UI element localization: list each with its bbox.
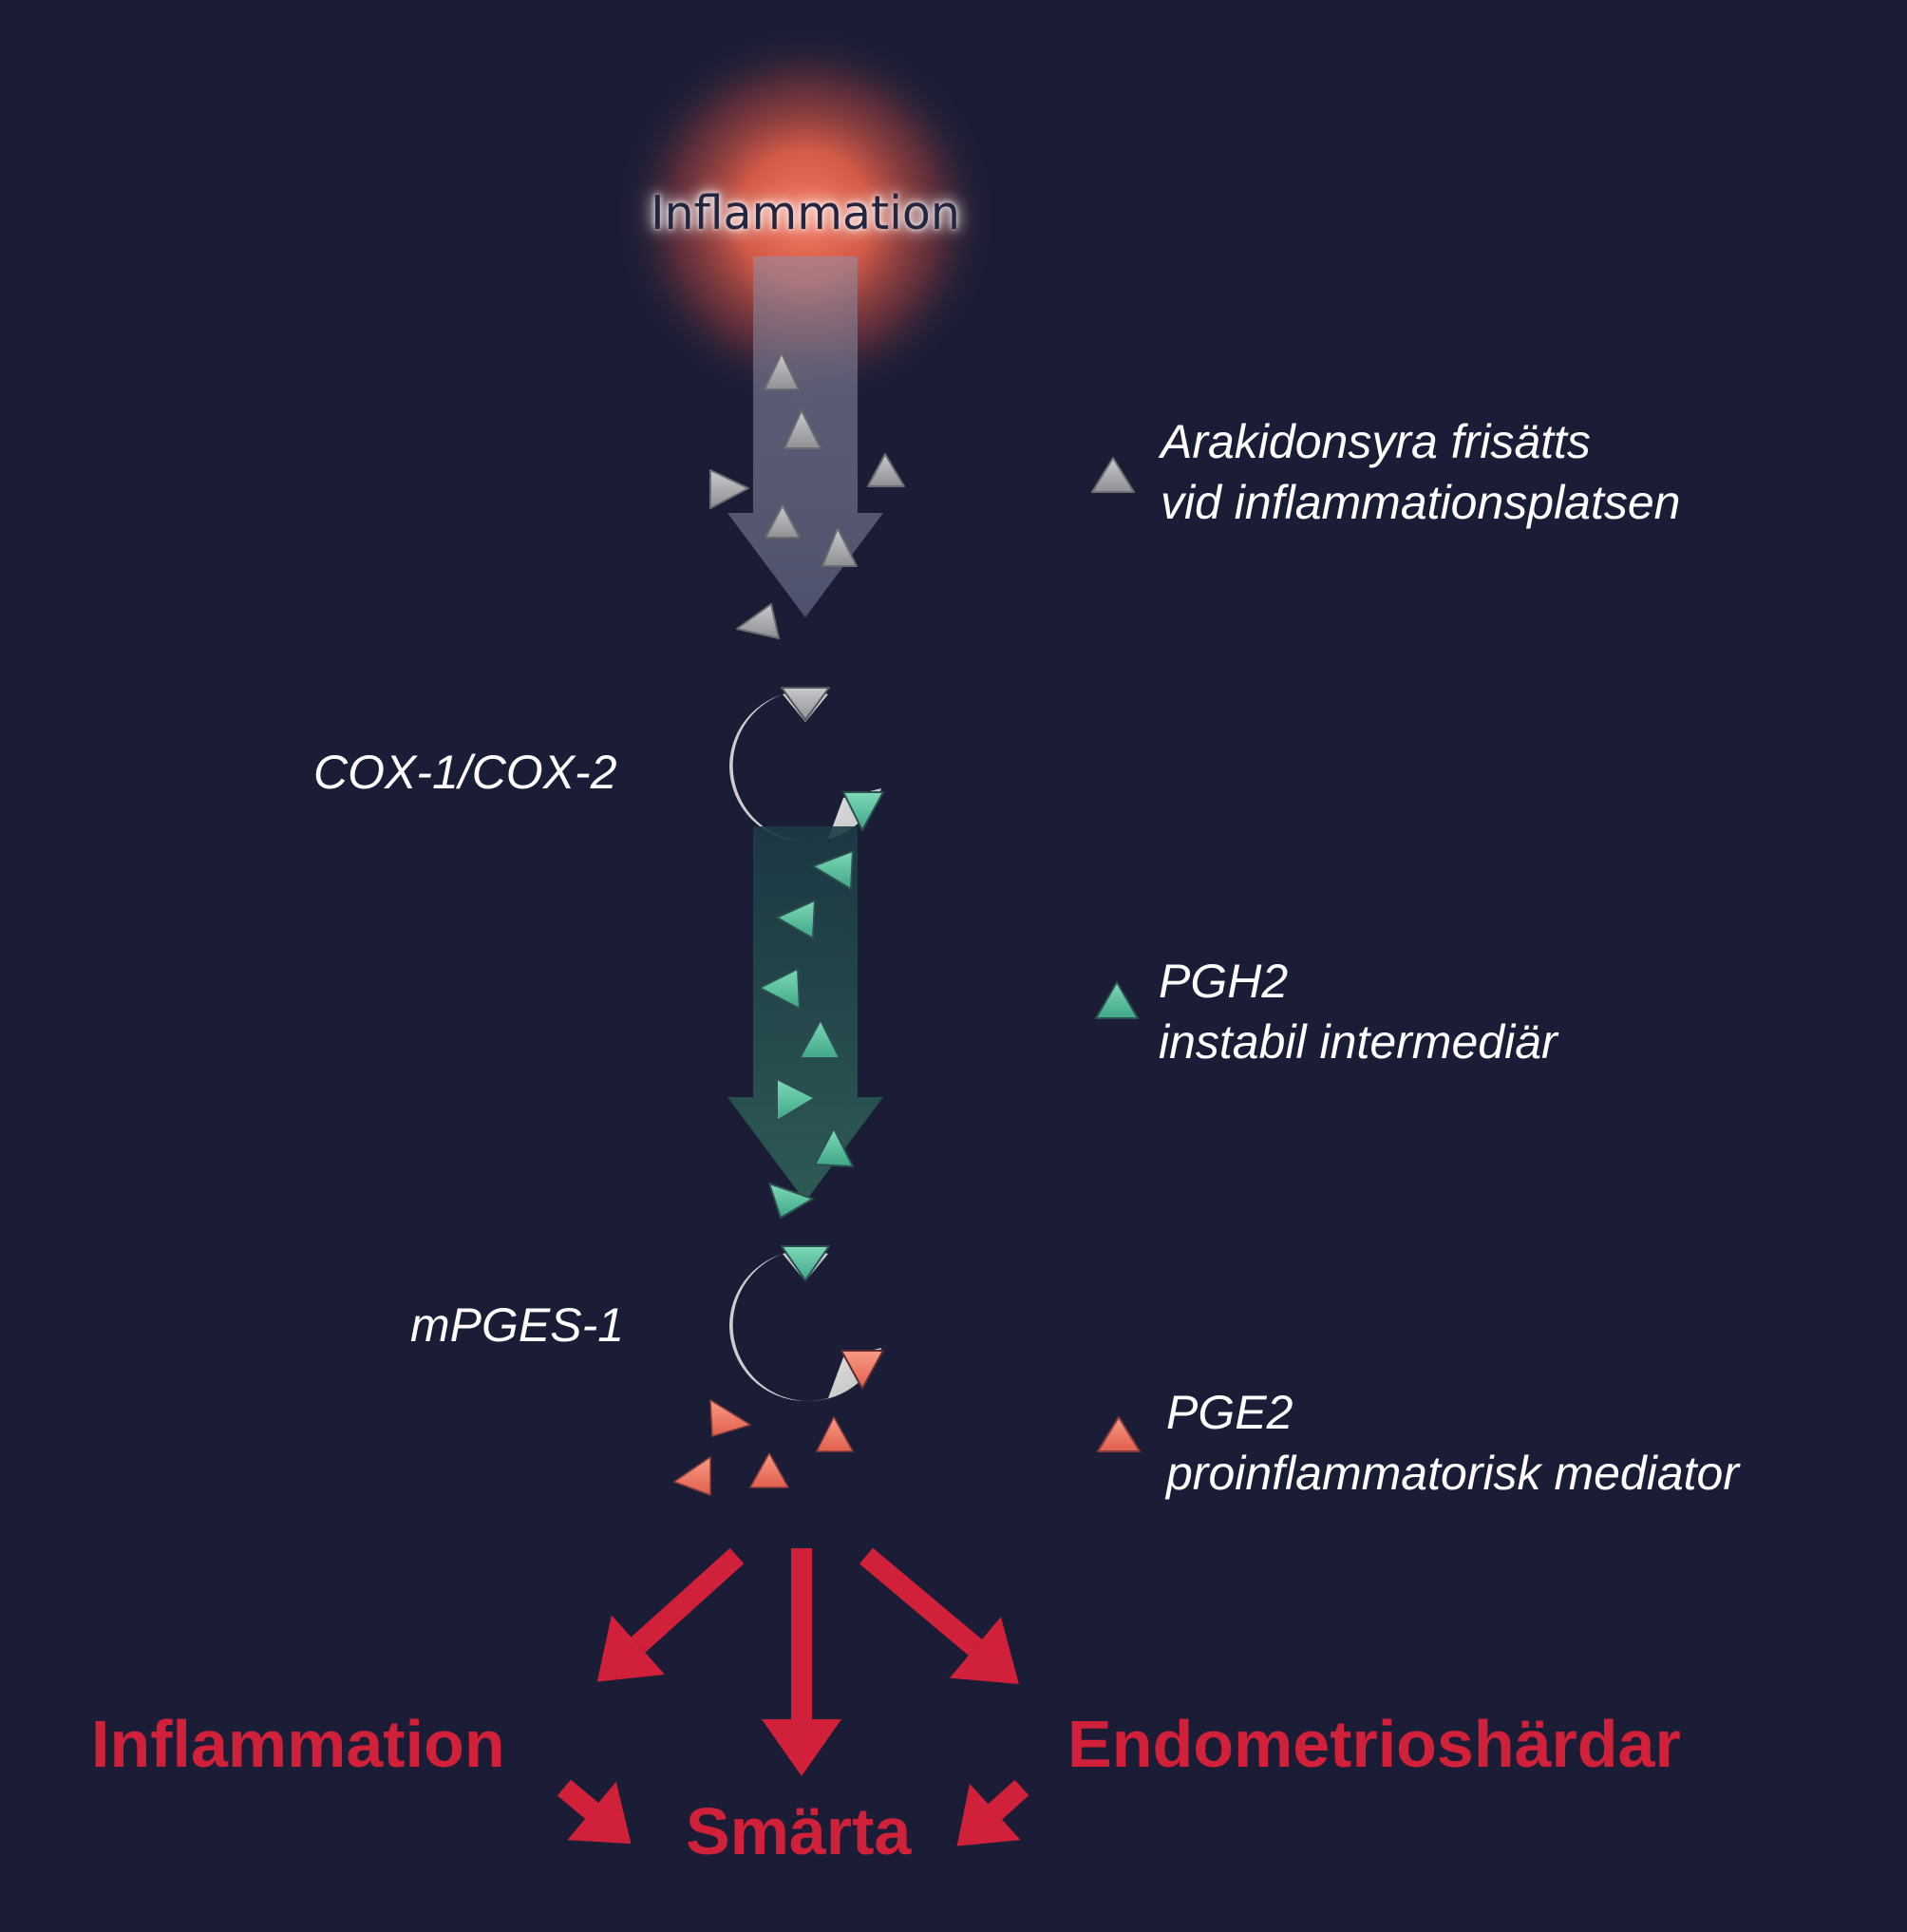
mpges-released-product xyxy=(840,1350,884,1390)
inflammation-glow xyxy=(615,27,995,407)
legend-arachidonic: Arakidonsyra frisätts vid inflammationsp… xyxy=(1161,411,1681,533)
legend-pge2-desc: proinflammatorisk mediator xyxy=(1166,1447,1739,1500)
pge2-molecule xyxy=(816,1416,854,1452)
inflammation-source-label: Inflammation xyxy=(651,186,960,240)
pgh2-molecule xyxy=(776,900,816,939)
pgh2-molecule xyxy=(759,968,801,1010)
arachidonic-molecule xyxy=(867,453,905,487)
pgh2-molecule xyxy=(776,1078,816,1122)
pgh2-molecules xyxy=(759,791,884,1219)
legend-pgh2-icon xyxy=(1095,981,1139,1019)
mpges-enzyme xyxy=(729,1245,884,1402)
pgh2-flow-arrow xyxy=(727,826,883,1202)
legend-pgh2: PGH2 instabil intermediär xyxy=(1159,951,1558,1072)
arachidonic-molecule xyxy=(764,352,800,390)
legend-pge2-icon xyxy=(1097,1416,1141,1452)
mpges-enzyme-body xyxy=(729,1250,881,1402)
pge2-molecule xyxy=(709,1399,751,1437)
outcome-inflammation: Inflammation xyxy=(91,1707,505,1781)
cox-bound-substrate xyxy=(781,687,830,721)
legend-arachidonic-title: Arakidonsyra frisätts xyxy=(1161,415,1591,468)
outcome-pain: Smärta xyxy=(686,1794,912,1868)
pgh2-molecule-released xyxy=(842,791,884,831)
arachidonic-molecule xyxy=(784,409,821,449)
mpges-enzyme-label: mPGES-1 xyxy=(410,1298,625,1352)
arrow-to-inflammation xyxy=(596,1547,745,1682)
legend-pge2-title: PGE2 xyxy=(1166,1386,1293,1439)
mpges-bound-substrate xyxy=(781,1245,830,1281)
pgh2-molecule xyxy=(799,1019,840,1059)
outcome-arrows xyxy=(557,1547,1029,1847)
legend-pge2: PGE2 proinflammatorisk mediator xyxy=(1166,1382,1739,1504)
legend-arachidonic-icon xyxy=(1091,457,1135,493)
arrow-to-lesions xyxy=(859,1547,1019,1684)
pge2-molecule xyxy=(749,1452,789,1488)
pge2-molecules xyxy=(673,1399,854,1496)
arrow-inflammation-to-pain xyxy=(557,1779,632,1845)
pgh2-molecule xyxy=(768,1183,814,1219)
legend-pgh2-desc: instabil intermediär xyxy=(1159,1015,1558,1069)
pge2-molecule xyxy=(673,1456,711,1496)
cox-enzyme xyxy=(729,687,881,843)
arachidonic-molecule xyxy=(736,603,780,639)
arachidonic-molecules xyxy=(709,352,905,639)
arrow-down-center xyxy=(762,1548,841,1776)
legend-pgh2-title: PGH2 xyxy=(1159,955,1289,1008)
cox-enzyme-label: COX-1/COX-2 xyxy=(313,746,617,799)
arachidonic-molecule xyxy=(821,527,858,567)
arachidonic-molecule xyxy=(709,469,749,509)
pgh2-molecule xyxy=(814,1127,854,1167)
pgh2-molecule xyxy=(812,850,854,890)
arachidonic-molecule xyxy=(765,504,801,539)
cox-enzyme-body xyxy=(729,691,881,843)
outcome-lesions: Endometrioshärdar xyxy=(1067,1707,1681,1781)
arrow-lesions-to-pain xyxy=(956,1779,1029,1847)
legend-arachidonic-desc: vid inflammationsplatsen xyxy=(1161,476,1681,529)
